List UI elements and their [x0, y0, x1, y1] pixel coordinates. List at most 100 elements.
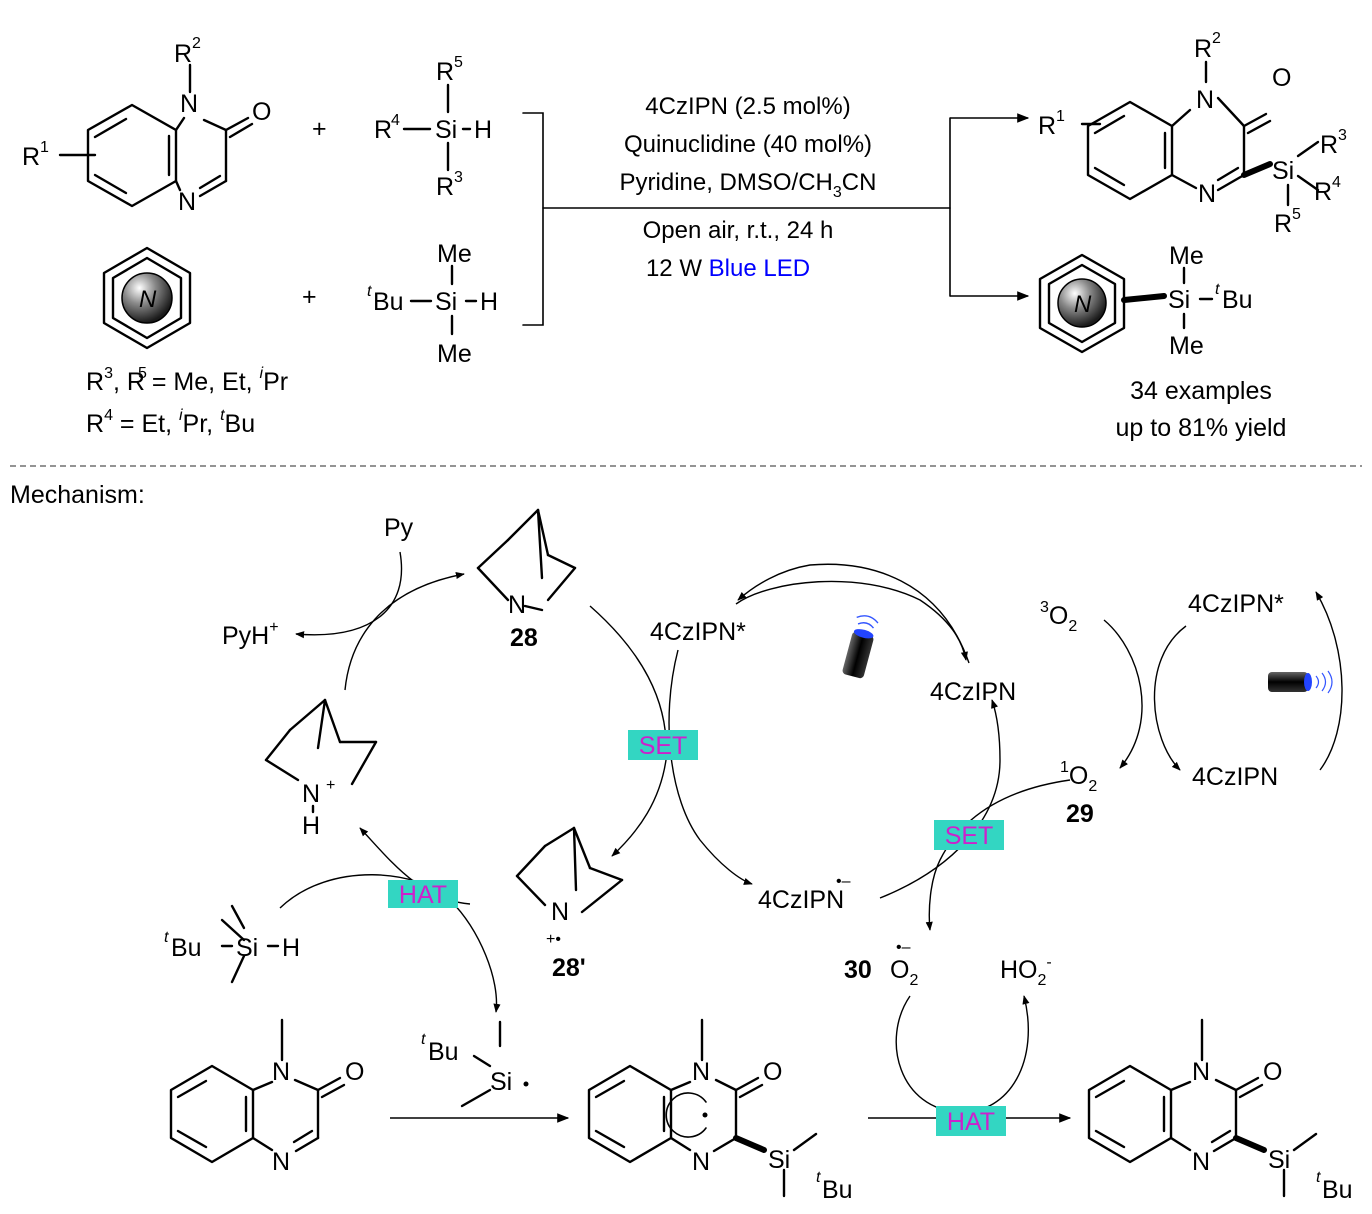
r-group: R	[1194, 35, 1212, 63]
charge-label: +	[326, 777, 335, 794]
r-superscript: 5	[454, 54, 463, 71]
silicon-atom: Si	[1272, 157, 1294, 185]
silicon-atom: Si	[490, 1068, 512, 1096]
nitrogen-atom: N	[178, 188, 196, 216]
tert-prefix: t	[367, 283, 372, 300]
r-group: R	[22, 143, 40, 171]
tert-prefix: t	[164, 929, 169, 946]
nitrogen-atom: N	[1196, 86, 1214, 114]
triplet-oxygen: 3O2	[1040, 599, 1077, 635]
oxygen-atom: O	[1272, 64, 1291, 92]
r-superscript: 4	[1332, 174, 1341, 191]
plus-sign: +	[302, 283, 317, 311]
nitrogen-atom: N	[1192, 1058, 1210, 1086]
r-superscript: 2	[192, 35, 201, 52]
reaction-arrow	[522, 112, 1030, 326]
nitrogen-atom: N	[1198, 180, 1216, 208]
oxygen-atom: O	[1263, 1058, 1282, 1086]
r-superscript: 1	[40, 139, 49, 156]
set-tag-center: SET	[628, 730, 698, 760]
blue-led-icon	[842, 615, 879, 679]
charge-label: •–	[896, 939, 911, 956]
final-product: N O N Si t Bu	[1087, 1018, 1353, 1204]
r-group: R	[374, 116, 392, 144]
r-group: R	[436, 58, 454, 86]
oxygen-atom: O	[763, 1058, 782, 1086]
hat-catalyst-cycle	[295, 551, 668, 905]
quinuclidine-28: N 28	[476, 508, 577, 652]
tert-prefix: t	[421, 1031, 426, 1048]
hydrogen-atom: H	[474, 116, 492, 144]
nitrogen-atom: N	[272, 1148, 290, 1176]
compound-label-28p: 28'	[552, 954, 586, 982]
pyridine-label: Py	[384, 514, 414, 542]
silicon-atom: Si	[768, 1146, 790, 1174]
svg-text:HAT: HAT	[947, 1108, 995, 1136]
yield-summary: up to 81% yield	[1116, 414, 1287, 442]
plus-sign: +	[312, 115, 327, 143]
r-group: R	[1314, 178, 1332, 206]
silicon-atom: Si	[1168, 286, 1190, 314]
r-superscript: 3	[454, 169, 463, 186]
oxygen-atom: O	[252, 98, 271, 126]
excited-catalyst: 4CzIPN*	[1188, 590, 1284, 618]
condition-atmosphere: Open air, r.t., 24 h	[643, 217, 834, 244]
butyl-group: Bu	[1322, 1176, 1353, 1204]
methyl-group: Me	[1169, 242, 1204, 270]
quinuclidine-radical-cation: N +• 28'	[515, 826, 624, 982]
nitrogen-atom: N	[1192, 1148, 1210, 1176]
methyl-group: Me	[1169, 332, 1204, 360]
r3-r5-definition: R3, R = Me, Et, iPr	[86, 365, 288, 396]
charge-label: •–	[836, 873, 851, 890]
blue-led-icon	[1268, 670, 1333, 694]
r-superscript: 1	[1056, 108, 1065, 125]
butyl-group: Bu	[171, 934, 202, 962]
hydroperoxide-label: HO2-	[1000, 954, 1052, 989]
condition-hat-catalyst: Quinuclidine (40 mol%)	[624, 131, 872, 158]
hydrogen-atom: H	[302, 812, 320, 840]
tert-prefix: t	[816, 1169, 821, 1186]
nitrogen-atom: N	[551, 898, 569, 926]
butyl-group: Bu	[1222, 286, 1253, 314]
r-group: R	[174, 40, 192, 68]
mechanism-heading: Mechanism:	[10, 481, 145, 509]
butyl-group: Bu	[428, 1038, 459, 1066]
silicon-atom: Si	[1268, 1146, 1290, 1174]
hat-tag: HAT	[388, 880, 458, 909]
r-group: R	[1038, 112, 1056, 140]
singlet-oxygen-cycle: 3O2 4CzIPN* 4CzIPN 1O2 29	[1040, 590, 1343, 828]
ground-catalyst: 4CzIPN	[1192, 763, 1278, 791]
arene-reactant: N	[102, 246, 192, 350]
ground-catalyst: 4CzIPN	[930, 678, 1016, 706]
nitrogen-atom: N	[180, 90, 198, 118]
tert-prefix: t	[1316, 1169, 1321, 1186]
r-group: R	[1320, 131, 1338, 159]
tbu-dimethylsilane: Si H Me Me t Bu	[367, 240, 498, 368]
silicon-atom: Si	[435, 288, 457, 316]
silicon-atom: Si	[435, 116, 457, 144]
excited-catalyst: 4CzIPN*	[650, 618, 746, 646]
hydrogen-atom: H	[282, 934, 300, 962]
silicon-atom: Si	[236, 934, 258, 962]
methyl-group: Me	[437, 240, 472, 268]
superoxide-label: O2	[890, 956, 918, 989]
nitrogen-atom: N	[272, 1058, 290, 1086]
butyl-group: Bu	[373, 288, 404, 316]
hydrogen-atom: H	[480, 288, 498, 316]
photoredox-cycle: 4CzIPN* 4CzIPN 4CzIPN •–	[650, 563, 1016, 914]
r-superscript: 5	[138, 365, 147, 382]
condition-light: 12 W Blue LED	[646, 255, 810, 282]
condition-solvent: Pyridine, DMSO/CH3CN	[620, 169, 877, 201]
reaction-conditions: 4CzIPN (2.5 mol%) Quinuclidine (40 mol%)…	[620, 93, 877, 282]
pyridinium-label: PyH+	[222, 619, 279, 650]
arene-label: N	[139, 286, 157, 313]
r-superscript: 5	[1292, 206, 1301, 223]
nitrogen-atom: N	[302, 780, 320, 808]
quinuclidinium: N + H	[264, 698, 378, 840]
r-superscript: 3	[1338, 127, 1347, 144]
tert-prefix: t	[1215, 281, 1220, 298]
set-tag-right: SET	[925, 779, 1071, 931]
example-count: 34 examples	[1130, 377, 1272, 405]
butyl-group: Bu	[822, 1176, 853, 1204]
condition-catalyst: 4CzIPN (2.5 mol%)	[645, 93, 850, 120]
